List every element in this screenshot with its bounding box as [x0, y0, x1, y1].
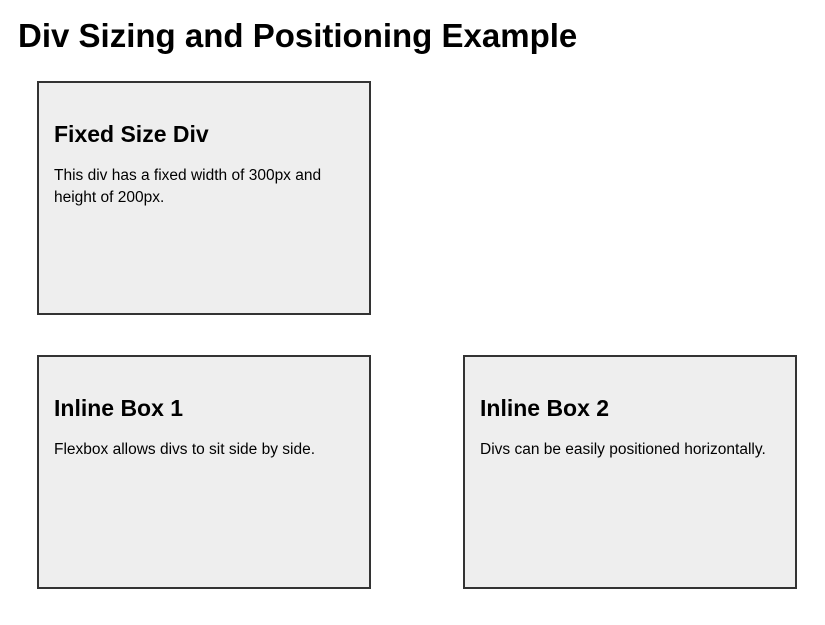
box-text: Flexbox allows divs to sit side by side. [54, 441, 316, 458]
box-text: Divs can be easily positioned horizontal… [480, 441, 766, 458]
box-heading: Fixed Size Div [54, 121, 209, 147]
inline-box-2: Inline Box 2 Divs can be easily position… [463, 355, 797, 589]
fixed-size-box: Fixed Size Div This div has a fixed widt… [37, 81, 371, 315]
box-heading: Inline Box 2 [480, 395, 610, 421]
box-text: This div has a fixed width of 300px and … [54, 167, 322, 206]
page-title: Div Sizing and Positioning Example [18, 17, 578, 54]
box-heading: Inline Box 1 [54, 395, 184, 421]
inline-box-1: Inline Box 1 Flexbox allows divs to sit … [37, 355, 371, 589]
